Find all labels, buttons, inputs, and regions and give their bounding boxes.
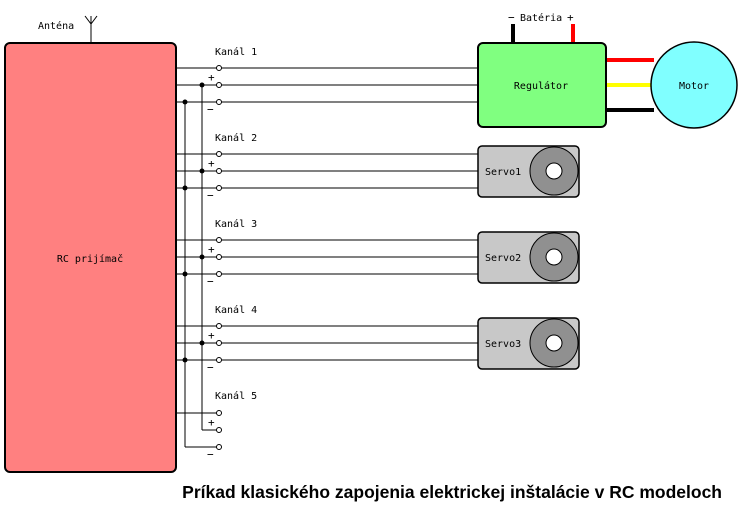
battery-label: Batéria — [520, 12, 562, 24]
channel-label-4: Kanál 4 — [215, 304, 257, 316]
minus-sign-4: − — [207, 361, 214, 374]
servo-label-2: Servo2 — [485, 253, 521, 264]
minus-junction-4 — [182, 357, 188, 363]
signal-terminal-1 — [216, 65, 222, 71]
channel-label-2: Kanál 2 — [215, 132, 257, 144]
servo-label-3: Servo3 — [485, 339, 521, 350]
servo-3: Servo3 — [477, 317, 580, 370]
plus-sign-2: + — [208, 157, 215, 170]
plus-sign-1: + — [208, 71, 215, 84]
plus-sign-3: + — [208, 243, 215, 256]
servo-1: Servo1 — [477, 145, 580, 198]
servo-shaft-1 — [545, 162, 563, 180]
minus-sign-5: − — [207, 448, 214, 461]
diagram-caption: Príkad klasického zapojenia elektrickej … — [182, 482, 722, 502]
signal-terminal-3 — [216, 237, 222, 243]
plus-terminal-5 — [216, 427, 222, 433]
plus-terminal-3 — [216, 254, 222, 260]
minus-junction-2 — [182, 185, 188, 191]
antenna: Anténa — [38, 15, 98, 43]
plus-junction-3 — [199, 254, 205, 260]
signal-terminal-2 — [216, 151, 222, 157]
minus-terminal-4 — [216, 357, 222, 363]
plus-junction-2 — [199, 168, 205, 174]
plus-junction-1 — [199, 82, 205, 88]
plus-sign-5: + — [208, 416, 215, 429]
plus-terminal-1 — [216, 82, 222, 88]
channel-group-4: Kanál 4 + − — [176, 304, 478, 374]
minus-sign-1: − — [207, 103, 214, 116]
antenna-arm-right — [90, 15, 98, 25]
battery-minus-sign: − — [508, 11, 515, 24]
rc-receiver-label: RC prijímač — [57, 253, 123, 265]
battery-plus-sign: + — [567, 11, 574, 24]
channel-label-3: Kanál 3 — [215, 218, 257, 230]
plus-junction-4 — [199, 340, 205, 346]
channel-label-5: Kanál 5 — [215, 390, 257, 402]
servo-shaft-3 — [545, 334, 563, 352]
servo-shaft-2 — [545, 248, 563, 266]
plus-terminal-4 — [216, 340, 222, 346]
channel-label-1: Kanál 1 — [215, 46, 257, 58]
antenna-arm-left — [84, 15, 92, 25]
regulator — [477, 42, 607, 128]
channel-group-1: Kanál 1 + − — [176, 46, 478, 116]
minus-terminal-5 — [216, 444, 222, 450]
plus-terminal-2 — [216, 168, 222, 174]
minus-sign-3: − — [207, 275, 214, 288]
signal-terminal-4 — [216, 323, 222, 329]
antenna-label: Anténa — [38, 20, 74, 32]
minus-junction-3 — [182, 271, 188, 277]
motor-wires — [606, 58, 654, 112]
channel-group-3: Kanál 3 + − — [176, 218, 478, 288]
minus-terminal-3 — [216, 271, 222, 277]
channel-groups: Kanál 1 + − Kanál 2 + − Kanál — [176, 46, 478, 461]
servo-2: Servo2 — [477, 231, 580, 284]
minus-junction-1 — [182, 99, 188, 105]
battery: Batéria − + — [508, 11, 575, 43]
minus-terminal-2 — [216, 185, 222, 191]
channel-group-5: Kanál 5 + − — [176, 390, 257, 461]
minus-terminal-1 — [216, 99, 222, 105]
motor — [650, 41, 738, 129]
channel-group-2: Kanál 2 + − — [176, 132, 478, 202]
regulator-label: Regulátor — [514, 80, 568, 92]
signal-terminal-5 — [216, 410, 222, 416]
plus-sign-4: + — [208, 329, 215, 342]
minus-sign-2: − — [207, 189, 214, 202]
servo-label-1: Servo1 — [485, 167, 521, 178]
motor-label: Motor — [679, 81, 709, 92]
